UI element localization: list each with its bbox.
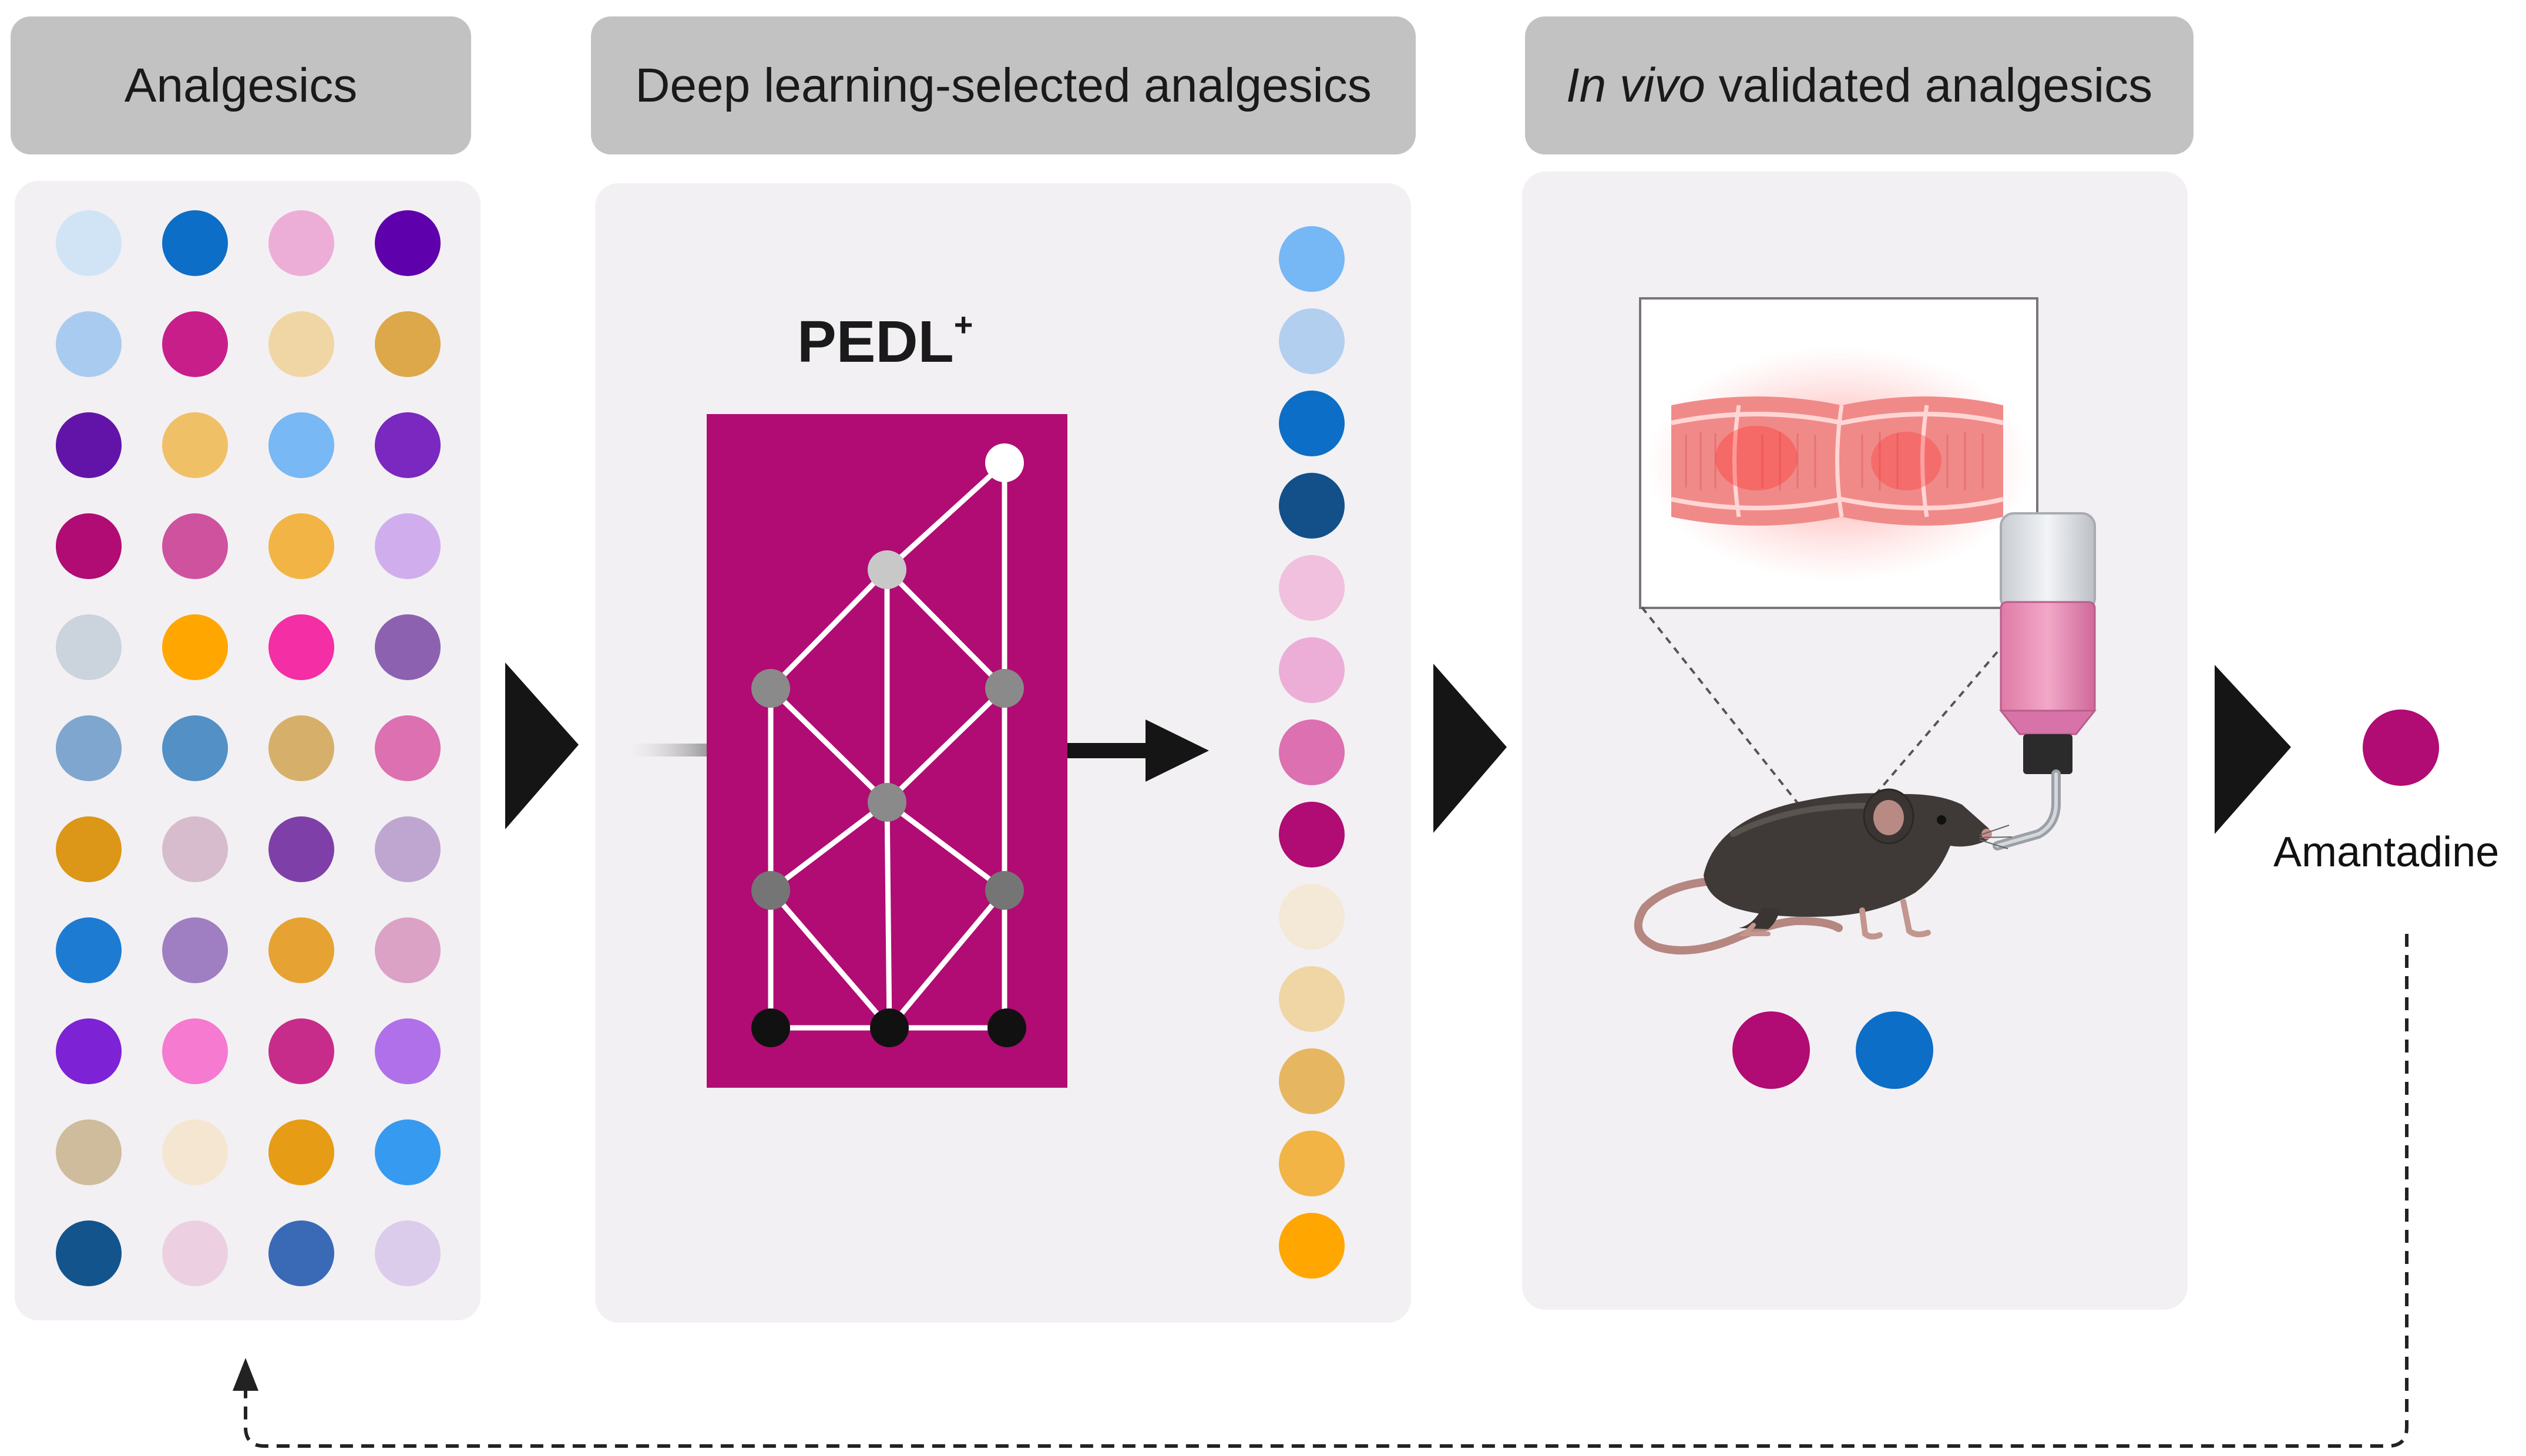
analgesic-dot	[162, 816, 228, 882]
analgesic-dot	[375, 614, 441, 680]
analgesic-dot	[268, 917, 334, 983]
selected-analgesic-dot	[1279, 884, 1345, 950]
analgesic-dot	[56, 311, 122, 377]
analgesic-dot	[162, 513, 228, 579]
analgesic-dot	[162, 1018, 228, 1084]
analgesic-dot	[375, 1018, 441, 1084]
panel-analgesics	[15, 181, 481, 1320]
analgesic-dot	[268, 1220, 334, 1286]
feedback-arrowhead	[233, 1358, 258, 1391]
analgesic-dot	[56, 412, 122, 478]
water-bottle-icon	[1993, 512, 2097, 850]
selected-analgesic-dot	[1279, 637, 1345, 703]
analgesic-dot	[375, 917, 441, 983]
colon-tissue-icon	[1639, 297, 2038, 609]
analgesic-dot	[56, 1018, 122, 1084]
analgesic-dot	[56, 816, 122, 882]
analgesic-dot	[268, 614, 334, 680]
selected-analgesic-dot	[1279, 391, 1345, 456]
amantadine-label: Amantadine	[2273, 829, 2500, 876]
selected-analgesic-dot	[1279, 226, 1345, 292]
header-analgesics-label: Analgesics	[124, 58, 358, 112]
feedback-loop-line	[244, 934, 2409, 1448]
analgesic-dot	[268, 311, 334, 377]
pedl-model-label: PEDL+	[797, 305, 973, 375]
flow-arrowhead-3	[2215, 665, 2291, 834]
selected-analgesic-dot	[1279, 555, 1345, 621]
analgesic-dot	[268, 816, 334, 882]
selected-analgesic-dot	[1279, 719, 1345, 785]
network-output-arrow	[1067, 719, 1209, 782]
header-deep-learning: Deep learning-selected analgesics	[591, 16, 1416, 154]
selected-analgesic-dot	[1279, 802, 1345, 867]
analgesic-dot	[162, 1220, 228, 1286]
flow-arrowhead-2	[1433, 664, 1507, 833]
selected-analgesic-dot	[1279, 308, 1345, 374]
selected-analgesic-dot	[1279, 473, 1345, 539]
analgesic-dot	[268, 1119, 334, 1185]
header-analgesics: Analgesics	[11, 16, 471, 154]
analgesic-dot	[162, 210, 228, 276]
analgesic-dot	[56, 614, 122, 680]
header-in-vivo-label: In vivo validated analgesics	[1566, 58, 2153, 112]
selected-analgesic-dot	[1279, 1048, 1345, 1114]
analgesic-dot	[56, 715, 122, 781]
analgesic-dot	[56, 1119, 122, 1185]
analgesic-dot	[162, 614, 228, 680]
mouse-icon	[1634, 788, 2013, 955]
analgesic-dot	[375, 210, 441, 276]
analgesic-dot	[268, 412, 334, 478]
analgesic-dot	[268, 210, 334, 276]
validated-analgesic-dot	[1856, 1011, 1933, 1089]
analgesic-dot	[268, 513, 334, 579]
analgesic-dot	[375, 311, 441, 377]
analgesic-dot	[162, 412, 228, 478]
analgesic-dot	[56, 210, 122, 276]
analgesic-dot	[162, 917, 228, 983]
validated-analgesic-dot	[1732, 1011, 1810, 1089]
analgesic-dot	[375, 513, 441, 579]
analgesic-dot	[268, 1018, 334, 1084]
analgesic-dot	[56, 513, 122, 579]
amantadine-dot	[2363, 709, 2439, 786]
analgesic-dot	[375, 412, 441, 478]
header-in-vivo: In vivo validated analgesics	[1525, 16, 2194, 154]
analgesic-dot	[375, 1220, 441, 1286]
analgesic-dot	[162, 715, 228, 781]
analgesic-dot	[268, 715, 334, 781]
network-icon	[707, 414, 1067, 1088]
flow-arrowhead-1	[505, 663, 579, 829]
analgesic-dot	[375, 715, 441, 781]
network-input-line	[629, 744, 708, 756]
analgesic-dot	[162, 311, 228, 377]
header-deep-learning-label: Deep learning-selected analgesics	[635, 58, 1372, 112]
analgesic-dot	[375, 1119, 441, 1185]
analgesic-dot	[56, 917, 122, 983]
selected-analgesic-dot	[1279, 1213, 1345, 1279]
analgesic-dot	[162, 1119, 228, 1185]
selected-analgesic-dot	[1279, 1131, 1345, 1196]
selected-analgesic-dot	[1279, 966, 1345, 1032]
analgesic-dot	[56, 1220, 122, 1286]
analgesic-dot	[375, 816, 441, 882]
